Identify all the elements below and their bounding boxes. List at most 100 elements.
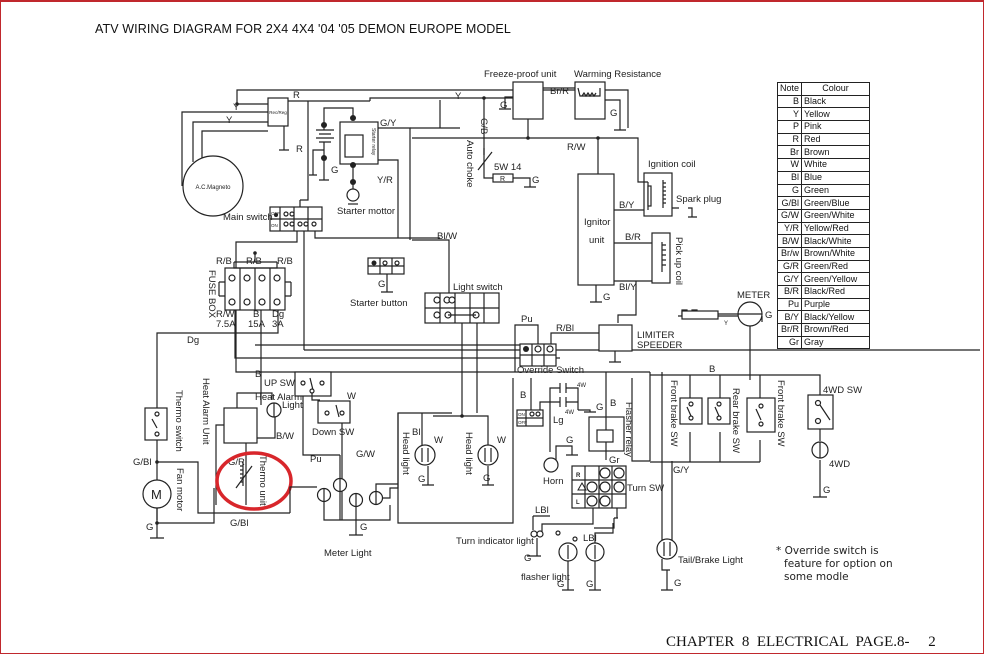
wire-label-lbl2: LBl [583,533,597,544]
wire-label-brr: Br/R [550,86,569,97]
override-switch: Override Switch Pu R/Bl [514,314,584,376]
legend-colour: Blue [801,170,871,185]
horn-label: Horn [543,476,564,487]
light-switch: Light switch Bl/W [412,231,503,417]
wire-label-rb1: R/B [216,256,232,267]
freeze-proof-label: Freeze-proof unit [484,69,557,80]
flasher-relay: B Flasher relay Gr [588,372,634,466]
override-switch-label: Override Switch [517,365,584,376]
cap-rating-2: 4W [565,410,574,416]
speed-sensor: Y [678,309,740,327]
legend-code: Gr [776,335,803,350]
head-light-1: Bl W G Head light [400,413,443,486]
wire-label-lg: Lg [553,415,564,426]
wire-label-gy: G/Y [380,118,397,129]
wire-label-rw-fuse: R/W [216,309,235,320]
starter-motor: Starter mottor [337,188,395,217]
warming-resistance-label: Warming Resistance [574,69,661,80]
head-light-label-1: Head light [400,432,411,475]
legend-code: Br/R [776,323,803,337]
turn-sw-r: R [576,473,581,479]
legend-colour: Black/White [801,234,871,248]
wire-label-dg: Dg [187,335,199,346]
magneto-label: A.C.Magneto [195,185,231,191]
page-footer: CHAPTER 8 ELECTRICAL PAGE.8- 2 [666,634,936,650]
wire-label-g-flash2: G [586,579,593,590]
thermo-unit-label: Thermo unit [257,455,268,506]
legend-code: Bl [776,170,803,185]
wire-label-by: B/Y [619,200,635,211]
battery: G [309,110,338,181]
limiter-speeder: LIMITER SPEEDER [560,324,683,363]
override-footnote: Override switch is feature for option on… [776,545,893,584]
legend-header-code: Note [776,82,803,96]
legend-colour: Black/Yellow [801,310,871,325]
horn: Horn Lg G [543,402,578,487]
hazard-icon [577,481,587,491]
heat-alarm-light-label-1: Heat Alarm [255,392,302,403]
wire-label-g-head2: G [483,473,490,484]
auto-choke-label: Auto choke [464,140,475,188]
legend-code: B/W [776,234,803,248]
wire-label-pu: Pu [310,454,322,465]
legend-code: Br [776,145,803,160]
wire-label-y3: Y [455,91,462,102]
legend-colour: Green/Red [801,259,871,274]
ignitor-label-1: Ignitor [584,217,610,228]
4wd-label: 4WD [829,459,850,470]
wire-label-y1: Y [233,102,240,113]
wire-label-gy-brake: G/Y [673,465,690,476]
legend-colour: Green/Yellow [801,272,871,286]
starter-button-label: Starter button [350,298,408,309]
legend-colour: Pink [801,120,871,134]
main-switch: OFF ON Main switch [223,200,440,353]
legend-code: Br/w [776,246,803,261]
legend-code: G/Bl [776,196,803,210]
rear-brake-sw-label: Rear brake SW [730,388,741,453]
up-sw-label: UP SW [264,378,295,389]
horn-switch: ON OFF B [516,378,550,427]
front-brake-switch-2: Front brake SW [746,380,786,447]
ignitor-label-2: unit [589,235,605,246]
main-switch-label: Main switch [223,212,273,223]
legend-colour: Green/Blue [801,196,871,210]
wire-label-bw: B/W [276,431,294,442]
wire-label-blw: Bl/W [437,231,457,242]
wire-label-g-meter: G [765,310,772,321]
horn-switch-on: ON [518,412,525,417]
legend-code: Y/R [776,221,803,236]
horn-switch-off: OFF [518,420,527,425]
footnote-line-3: some modle [784,571,849,583]
freeze-proof-unit: Freeze-proof unit G [484,69,557,138]
wire-label-r1: R [293,90,300,101]
diagram-title: ATV WIRING DIAGRAM FOR 2X4 4X4 '04 '05 D… [95,22,511,36]
wire-label-g-battery: G [331,165,338,176]
front-brake-sw-label-2: Front brake SW [775,380,786,447]
wire-label-r2: R [296,144,303,155]
legend-code: G/R [776,259,803,274]
legend-colour: Yellow/Red [801,221,871,236]
limiter-label-2: SPEEDER [637,340,683,351]
warming-resistance: Warming Resistance G [574,69,661,131]
starter-relay-label: Starter relay [370,128,376,156]
wire-label-g-choke: G [532,175,539,186]
ignitor-unit: Ignitor unit G [577,173,615,303]
legend-colour: Gray [801,335,871,350]
wire-label-y-meter: Y [724,321,728,327]
wire-label-w-head1: W [434,435,443,446]
head-light-label-2: Head light [463,432,474,475]
head-light-2: W G Head light [463,432,506,486]
turn-indicator-label: Turn indicator light [456,536,534,547]
wire-label-g-head1: G [418,474,425,485]
legend-colour: Black [801,94,871,109]
